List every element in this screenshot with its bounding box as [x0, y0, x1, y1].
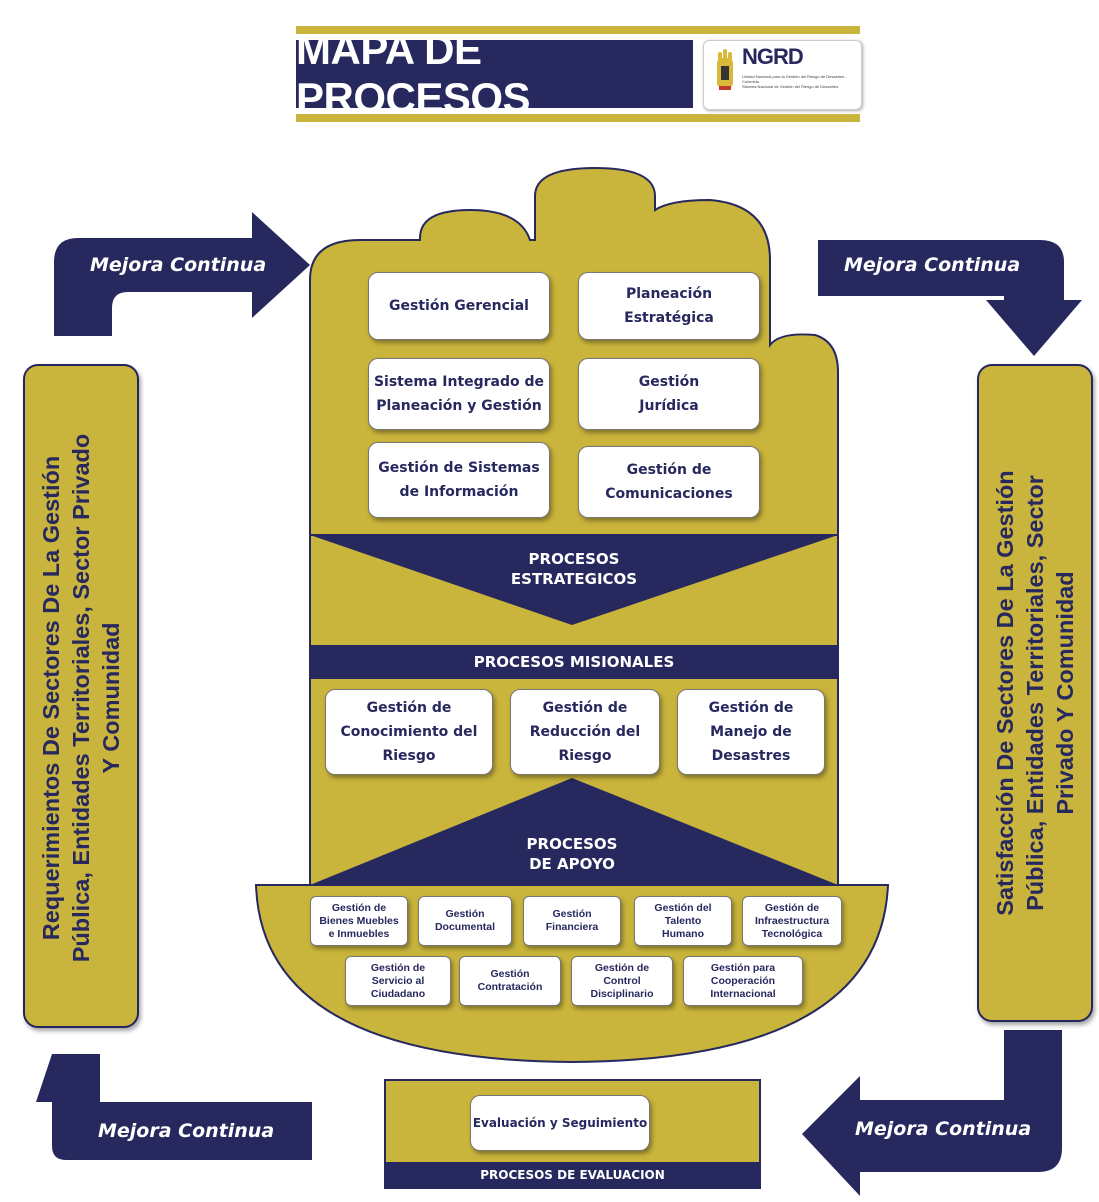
estrategico-comunicaciones: Gestión de Comunicaciones — [578, 446, 760, 518]
logo-name: NGRD — [742, 44, 804, 69]
estrategico-sistema-integrado: Sistema Integrado de Planeación y Gestió… — [368, 358, 550, 430]
misionales-band — [310, 645, 838, 679]
arrow-down-icon — [818, 240, 1082, 356]
right-side-panel — [977, 364, 1093, 1022]
title-bar-bottom — [296, 114, 860, 122]
misionales-label: PROCESOS MISIONALES — [473, 653, 675, 671]
misional-reduccion: Gestión de Reducción del Riesgo — [510, 689, 660, 775]
logo-caption: Unidad Nacional para la Gestión del Ries… — [742, 74, 852, 89]
estrategico-sistemas-informacion: Gestión de Sistemas de Información — [368, 442, 550, 518]
evaluacion-seguimiento: Evaluación y Seguimiento — [470, 1095, 650, 1151]
apoyo-control-disciplinario: Gestión de Control Disciplinario — [571, 956, 673, 1006]
hand-logo-icon — [717, 49, 733, 90]
arrow-left-icon — [802, 1030, 1062, 1196]
mejora-top-right: Mejora Continua — [844, 254, 1021, 276]
left-side-panel — [23, 364, 139, 1028]
apoyo-triangle — [310, 778, 838, 885]
estrategico-juridica: Gestión Jurídica — [578, 358, 760, 430]
mejora-top-left: Mejora Continua — [90, 254, 267, 276]
apoyo-contratacion: Gestión Contratación — [459, 956, 561, 1006]
misional-conocimiento: Gestión de Conocimiento del Riesgo — [325, 689, 493, 775]
apoyo-talento-humano: Gestión del Talento Humano — [634, 896, 732, 946]
apoyo-bienes: Gestión de Bienes Muebles e Inmuebles — [310, 896, 408, 946]
right-side-text: Satisfacción De Sectores De La Gestión P… — [992, 470, 1078, 916]
title-bar-top — [296, 26, 860, 34]
apoyo-documental: Gestión Documental — [418, 896, 512, 946]
apoyo-label: PROCESOS DE APOYO — [526, 835, 618, 873]
arrow-up-icon — [36, 1054, 312, 1160]
estrategicos-label: PROCESOS ESTRATEGICOS — [510, 550, 638, 588]
mejora-bottom-left: Mejora Continua — [98, 1120, 275, 1142]
evaluacion-band — [385, 1162, 760, 1188]
apoyo-servicio-ciudadano: Gestión de Servicio al Ciudadano — [345, 956, 451, 1006]
logo-line-1: Unidad Nacional para la Gestión del Ries… — [742, 74, 847, 84]
estrategicos-chevron — [310, 535, 838, 625]
estrategico-gestion-gerencial: Gestión Gerencial — [368, 272, 550, 340]
misional-manejo: Gestión de Manejo de Desastres — [677, 689, 825, 775]
apoyo-cooperacion: Gestión para Cooperación Internacional — [683, 956, 803, 1006]
logo-line-2: Sistema Nacional de Gestión del Riesgo d… — [742, 84, 839, 89]
estrategico-planeacion: Planeación Estratégica — [578, 272, 760, 340]
mejora-bottom-right: Mejora Continua — [855, 1118, 1032, 1140]
arrow-right-icon — [54, 212, 310, 336]
apoyo-infraestructura: Gestión de Infraestructura Tecnológica — [742, 896, 842, 946]
evaluacion-label: PROCESOS DE EVALUACION — [480, 1168, 665, 1182]
left-side-text: Requerimientos De Sectores De La Gestión… — [38, 433, 124, 963]
apoyo-financiera: Gestión Financiera — [523, 896, 621, 946]
